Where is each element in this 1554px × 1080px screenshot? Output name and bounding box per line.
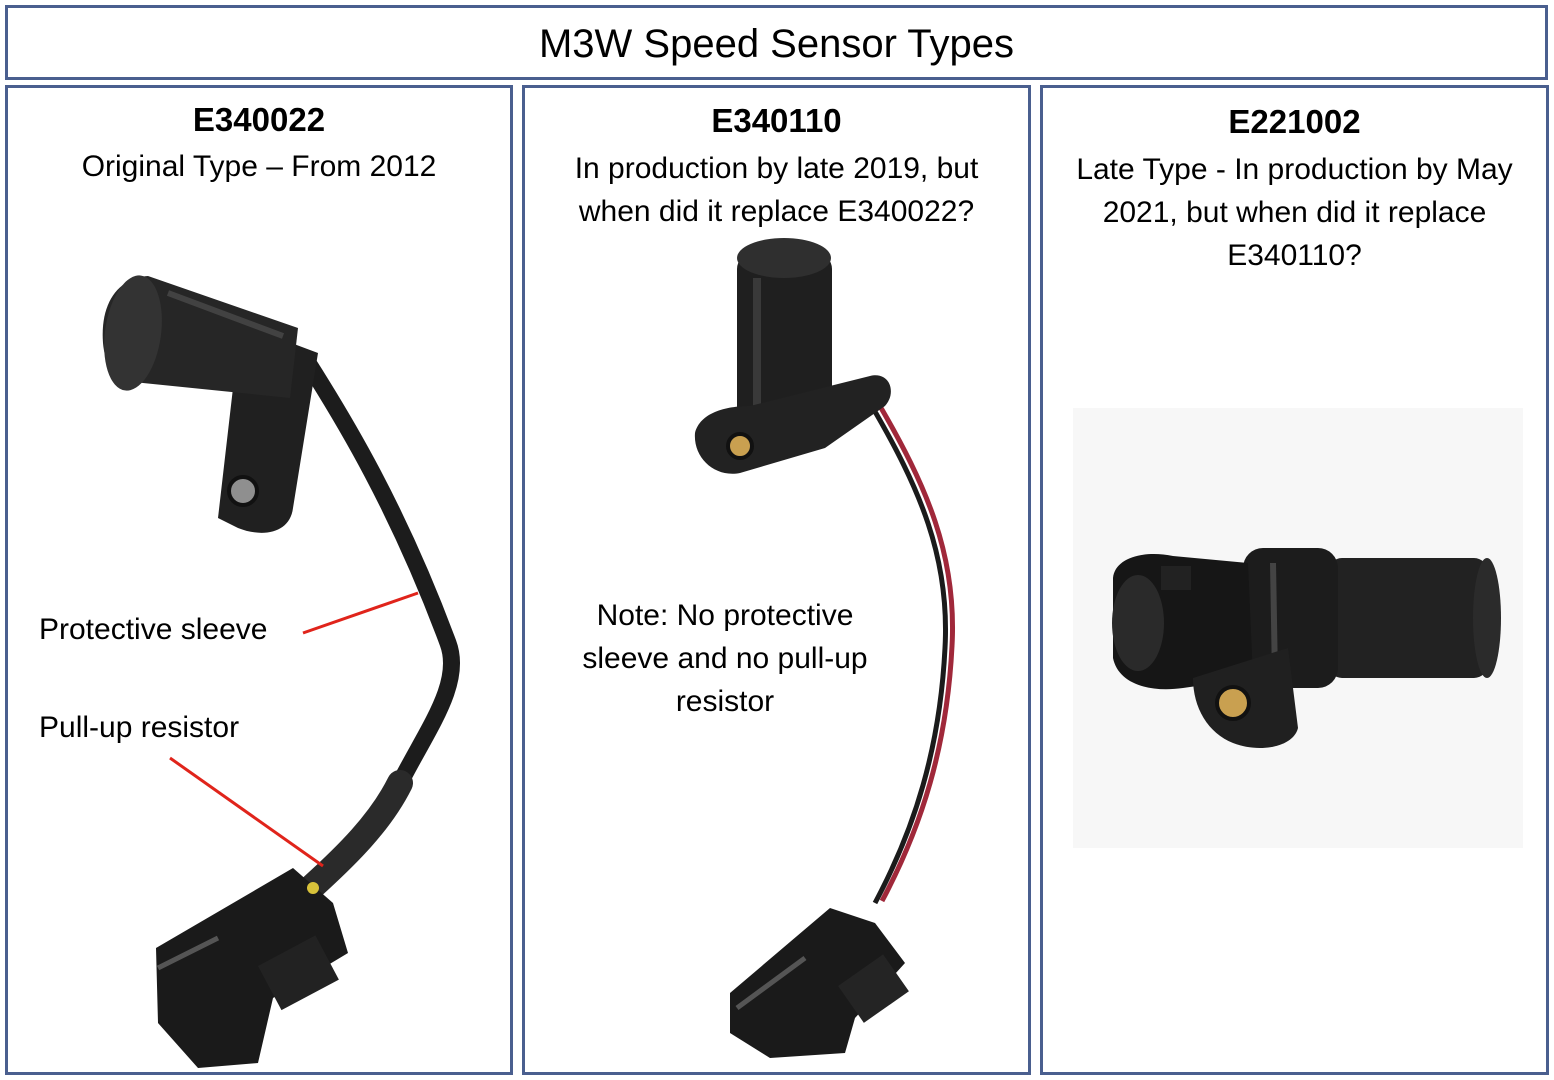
sensor-panel-e340022: E340022 Original Type – From 2012 Protec… [5, 85, 513, 1075]
sensor-panel-e221002: E221002 Late Type - In production by May… [1040, 85, 1549, 1075]
sensor-photo-e340022 [102, 275, 461, 1068]
page-title: M3W Speed Sensor Types [538, 22, 1015, 66]
sensor-photo-e340110 [694, 238, 956, 1058]
sensor-description: In production by late 2019, but when did… [574, 152, 979, 228]
sensor-panel-e340110: E340110 In production by late 2019, but … [522, 85, 1031, 1075]
sensor-code: E221002 [1228, 103, 1361, 140]
sensor-code: E340022 [192, 101, 326, 138]
title-banner: M3W Speed Sensor Types [5, 5, 1548, 80]
note-text: Note: No protective sleeve and no pull-u… [582, 599, 868, 718]
sensor-photo-e221002 [1073, 408, 1523, 848]
annotation-pull-up-resistor: Pull-up resistor [39, 711, 240, 744]
sensor-code: E340110 [711, 102, 842, 139]
sensor-description: Late Type - In production by May 2021, b… [1076, 153, 1513, 272]
annotation-protective-sleeve: Protective sleeve [39, 613, 268, 646]
sensor-description: Original Type – From 2012 [81, 150, 437, 183]
